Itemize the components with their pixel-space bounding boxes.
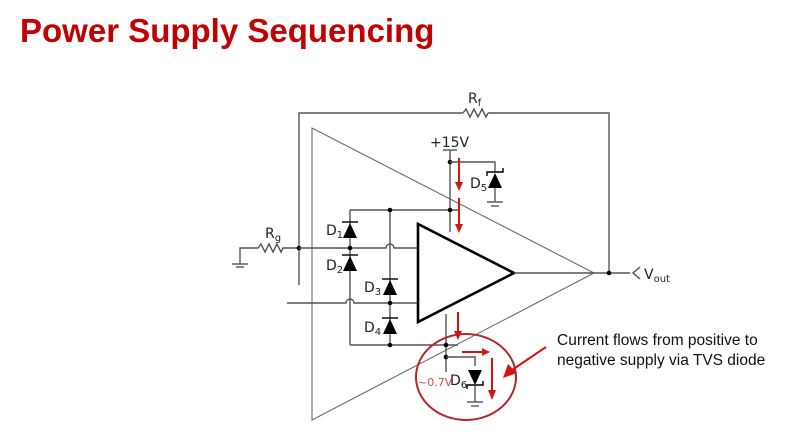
current-arrow-2-head [455, 224, 463, 233]
gain-resistor-rg [239, 242, 299, 264]
junction-dot [387, 300, 393, 306]
current-arrow-5-head [488, 390, 496, 400]
pointer-arrow [511, 346, 547, 371]
junction-dot [443, 342, 449, 348]
diode-d3 [383, 280, 397, 295]
inverting-input-wire [299, 243, 418, 249]
junction-dot [387, 207, 393, 213]
junction-dot [387, 342, 393, 348]
diode-d4 [383, 319, 397, 334]
current-arrow-1-head [455, 182, 463, 191]
slide-title: Power Supply Sequencing [20, 12, 435, 49]
diode-d5-bar [486, 168, 504, 176]
d1-label: D1 [326, 223, 343, 241]
annotation-line-1: Current flows from positive to [557, 332, 758, 349]
d5-wire [450, 161, 496, 172]
d5-label: D5 [470, 176, 487, 194]
d4-label: D4 [364, 320, 381, 338]
diode-d5-tvs [488, 173, 502, 188]
noninverting-input-wire [287, 298, 418, 304]
voltage-annotation: ~0.7V [418, 376, 453, 389]
d6-label: D6 [450, 373, 467, 391]
output-terminal [631, 266, 641, 280]
d2-label: D2 [326, 258, 343, 276]
junction-dot [606, 270, 612, 276]
highlight-circle [415, 333, 517, 421]
diode-d6-tvs [468, 370, 482, 385]
op-amp [416, 221, 517, 325]
current-arrow-4-head [482, 348, 490, 356]
supply-label: +15V [430, 135, 470, 151]
annotation-line-2: negative supply via TVS diode [557, 352, 765, 369]
rf-label: Rf [468, 91, 482, 109]
d3-label: D3 [364, 280, 381, 298]
diode-d1 [343, 223, 357, 238]
pointer-arrow-head [503, 364, 517, 378]
d6-wire [446, 356, 476, 366]
feedback-wire [298, 112, 463, 285]
junction-dot [447, 207, 453, 213]
feedback-resistor-rf [462, 107, 489, 119]
outer-amplifier-outline [311, 127, 596, 421]
junction-dot [347, 245, 353, 251]
diode-d2 [343, 256, 357, 271]
vout-label: Vout [644, 267, 670, 285]
rg-label: Rg [265, 226, 281, 244]
feedback-wire-right [488, 112, 610, 273]
